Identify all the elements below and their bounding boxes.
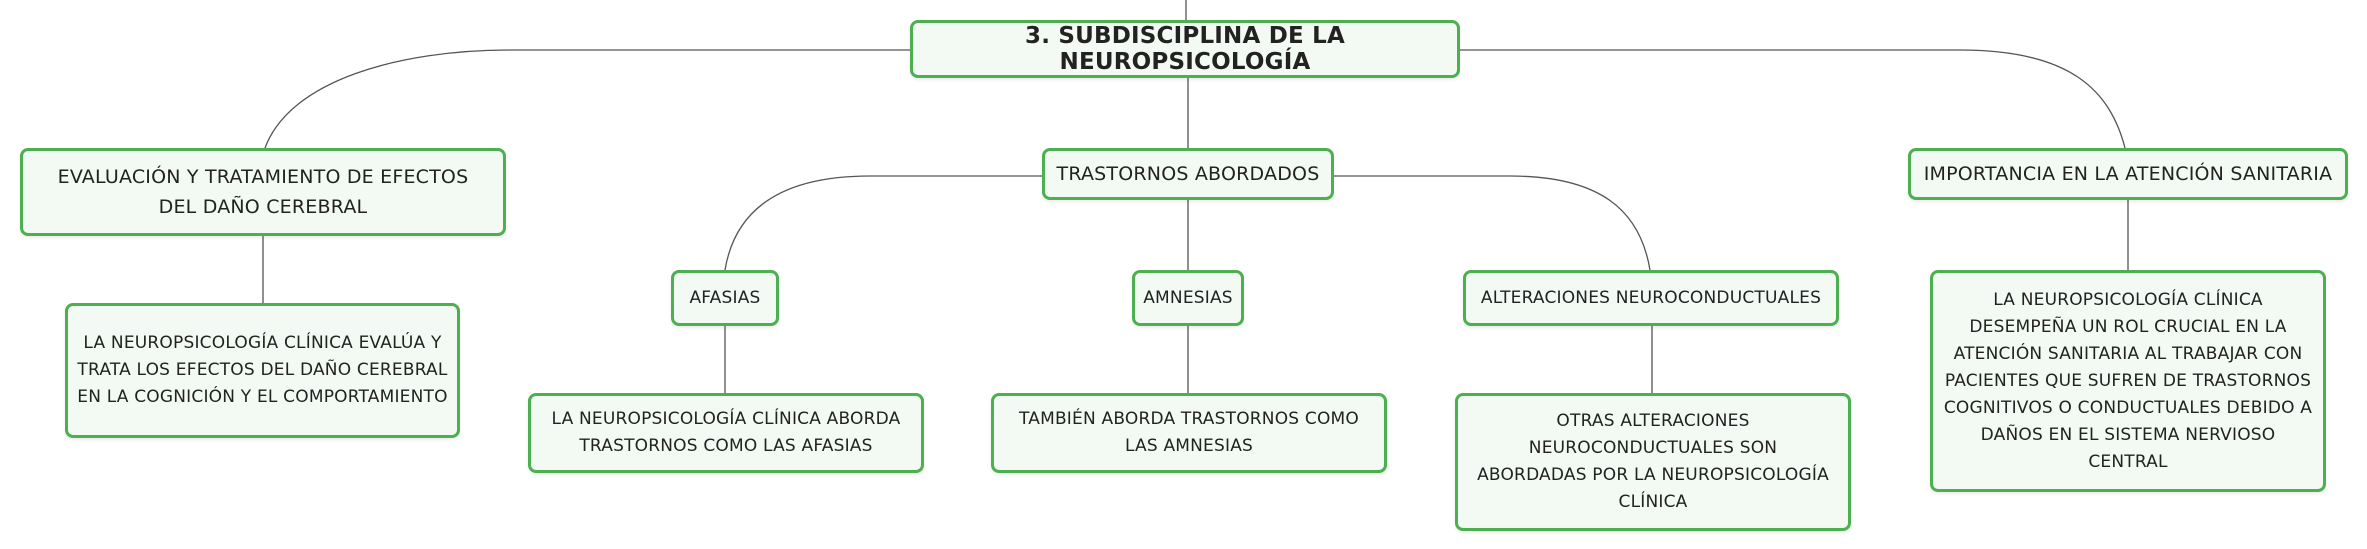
detail-alteraciones[interactable]: OTRAS ALTERACIONES NEUROCONDUCTUALES SON…: [1455, 393, 1851, 531]
child-afasias[interactable]: AFASIAS: [671, 270, 779, 326]
detail-importancia-text: LA NEUROPSICOLOGÍA CLÍNICA DESEMPEÑA UN …: [1943, 289, 2313, 472]
detail-evaluacion-text: LA NEUROPSICOLOGÍA CLÍNICA EVALÚA Y TRAT…: [77, 333, 448, 407]
child-amnesias[interactable]: AMNESIAS: [1132, 270, 1244, 326]
detail-evaluacion[interactable]: LA NEUROPSICOLOGÍA CLÍNICA EVALÚA Y TRAT…: [65, 303, 460, 438]
detail-amnesias[interactable]: TAMBIÉN ABORDA TRASTORNOS COMO LAS AMNES…: [991, 393, 1387, 473]
detail-alteraciones-text: OTRAS ALTERACIONES NEUROCONDUCTUALES SON…: [1477, 411, 1829, 512]
connector-root-importancia: [1460, 49, 2126, 149]
detail-afasias[interactable]: LA NEUROPSICOLOGÍA CLÍNICA ABORDA TRASTO…: [528, 393, 924, 473]
branch-evaluacion[interactable]: EVALUACIÓN Y TRATAMIENTO DE EFECTOS DEL …: [20, 148, 506, 236]
child-afasias-label: AFASIAS: [689, 288, 761, 308]
connector-trastornos-afasias: [724, 175, 1042, 271]
branch-evaluacion-label: EVALUACIÓN Y TRATAMIENTO DE EFECTOS DEL …: [57, 166, 469, 218]
branch-importancia-label: IMPORTANCIA EN LA ATENCIÓN SANITARIA: [1923, 163, 2333, 185]
child-alteraciones-label: ALTERACIONES NEUROCONDUCTUALES: [1480, 288, 1822, 308]
branch-trastornos[interactable]: TRASTORNOS ABORDADOS: [1042, 148, 1334, 200]
connector-root-evaluacion: [264, 49, 910, 149]
root-node[interactable]: 3. SUBDISCIPLINA DE LA NEUROPSICOLOGÍA: [910, 20, 1460, 78]
detail-afasias-text: LA NEUROPSICOLOGÍA CLÍNICA ABORDA TRASTO…: [551, 409, 901, 456]
detail-importancia[interactable]: LA NEUROPSICOLOGÍA CLÍNICA DESEMPEÑA UN …: [1930, 270, 2326, 492]
connector-trastornos-alteraciones: [1334, 175, 1651, 271]
child-alteraciones[interactable]: ALTERACIONES NEUROCONDUCTUALES: [1463, 270, 1839, 326]
root-label: 3. SUBDISCIPLINA DE LA NEUROPSICOLOGÍA: [1025, 23, 1345, 75]
child-amnesias-label: AMNESIAS: [1143, 288, 1233, 308]
branch-trastornos-label: TRASTORNOS ABORDADOS: [1056, 163, 1320, 185]
branch-importancia[interactable]: IMPORTANCIA EN LA ATENCIÓN SANITARIA: [1908, 148, 2348, 200]
detail-amnesias-text: TAMBIÉN ABORDA TRASTORNOS COMO LAS AMNES…: [1018, 409, 1359, 456]
